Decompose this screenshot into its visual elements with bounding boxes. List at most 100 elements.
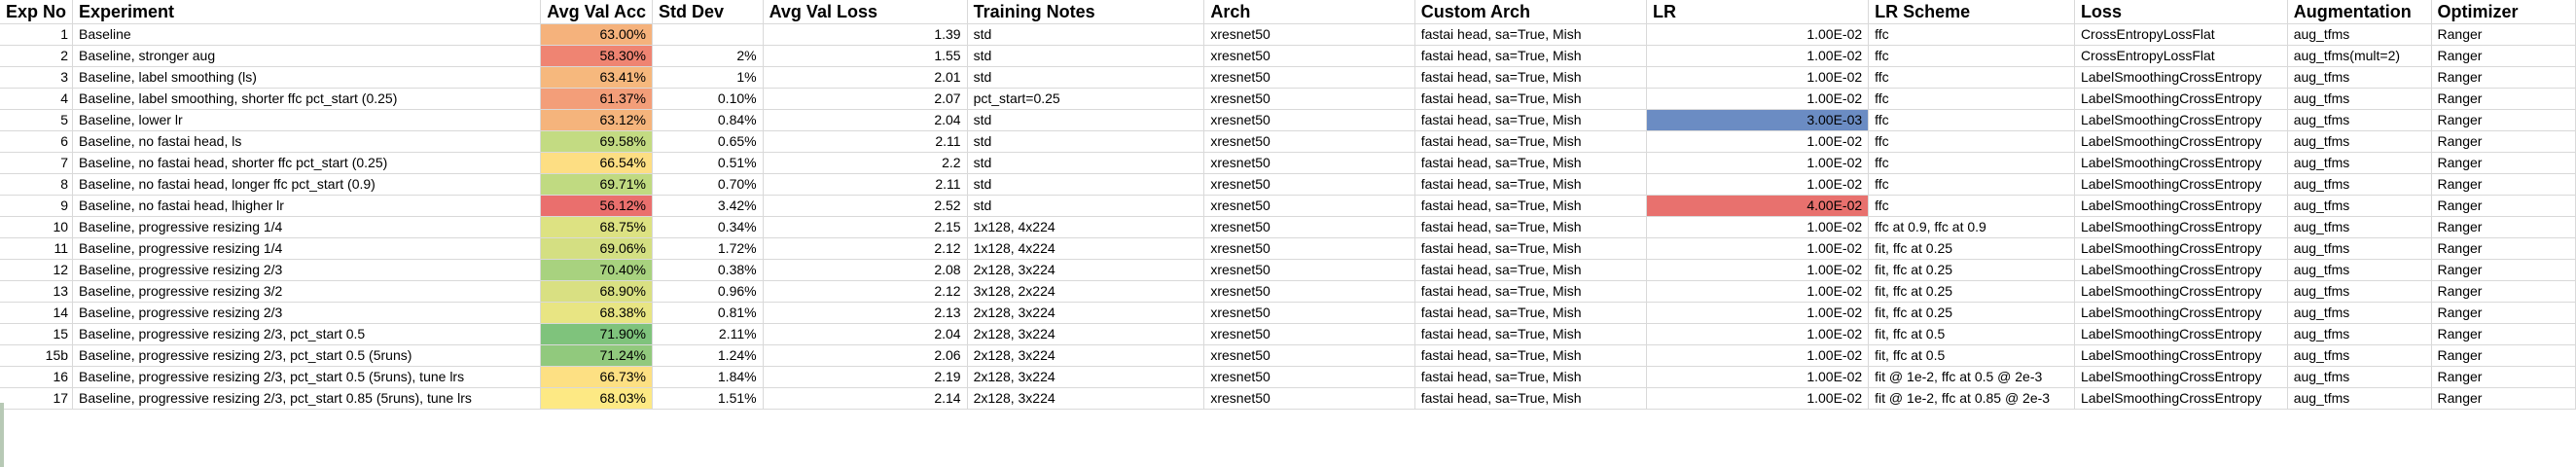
table-cell[interactable]: 2x128, 3x224 <box>967 344 1205 367</box>
table-cell[interactable]: 1.00E-02 <box>1646 366 1870 388</box>
table-cell[interactable]: Ranger <box>2431 88 2576 110</box>
table-cell[interactable]: aug_tfms <box>2287 344 2432 367</box>
table-cell[interactable]: Ranger <box>2431 344 2576 367</box>
table-cell[interactable]: fastai head, sa=True, Mish <box>1414 45 1648 67</box>
table-cell[interactable]: 1.00E-02 <box>1646 259 1870 281</box>
table-cell[interactable]: 63.41% <box>540 66 653 89</box>
table-cell[interactable]: xresnet50 <box>1203 88 1415 110</box>
table-cell[interactable]: 4 <box>0 88 74 110</box>
table-cell[interactable]: fastai head, sa=True, Mish <box>1414 366 1648 388</box>
table-cell[interactable]: 71.90% <box>540 323 653 345</box>
table-cell[interactable]: 63.00% <box>540 23 653 46</box>
table-cell[interactable]: std <box>967 45 1205 67</box>
table-cell[interactable]: Baseline, no fastai head, lhigher lr <box>72 195 542 217</box>
table-cell[interactable]: fastai head, sa=True, Mish <box>1414 302 1648 324</box>
table-cell[interactable]: 1.00E-02 <box>1646 88 1870 110</box>
table-cell[interactable]: 10 <box>0 216 74 238</box>
table-cell[interactable]: Baseline, progressive resizing 2/3, pct_… <box>72 323 542 345</box>
table-cell[interactable]: std <box>967 173 1205 196</box>
table-cell[interactable] <box>652 23 764 46</box>
table-cell[interactable]: 0.34% <box>652 216 764 238</box>
table-cell[interactable]: aug_tfms <box>2287 152 2432 174</box>
table-cell[interactable]: 2x128, 3x224 <box>967 259 1205 281</box>
table-cell[interactable]: std <box>967 109 1205 131</box>
table-cell[interactable]: 1.00E-02 <box>1646 344 1870 367</box>
table-cell[interactable]: xresnet50 <box>1203 259 1415 281</box>
table-cell[interactable]: 8 <box>0 173 74 196</box>
table-cell[interactable]: Ranger <box>2431 280 2576 303</box>
table-cell[interactable]: LabelSmoothingCrossEntropy <box>2074 323 2288 345</box>
table-cell[interactable]: 68.38% <box>540 302 653 324</box>
column-header[interactable]: Augmentation <box>2287 0 2432 24</box>
table-cell[interactable]: 4.00E-02 <box>1646 195 1870 217</box>
table-cell[interactable]: aug_tfms <box>2287 280 2432 303</box>
table-cell[interactable]: Baseline, progressive resizing 3/2 <box>72 280 542 303</box>
table-cell[interactable]: 14 <box>0 302 74 324</box>
table-cell[interactable]: 2.07 <box>763 88 968 110</box>
table-cell[interactable]: ffc <box>1868 45 2075 67</box>
table-cell[interactable]: ffc <box>1868 130 2075 153</box>
table-cell[interactable]: 71.24% <box>540 344 653 367</box>
table-cell[interactable]: 3.42% <box>652 195 764 217</box>
table-cell[interactable]: 2.04 <box>763 109 968 131</box>
table-cell[interactable]: std <box>967 195 1205 217</box>
column-header[interactable]: LR <box>1646 0 1870 24</box>
table-cell[interactable]: 2% <box>652 45 764 67</box>
table-cell[interactable]: Baseline, progressive resizing 2/3 <box>72 302 542 324</box>
table-cell[interactable]: 1x128, 4x224 <box>967 237 1205 260</box>
table-cell[interactable]: 2.08 <box>763 259 968 281</box>
table-cell[interactable]: 2.19 <box>763 366 968 388</box>
table-cell[interactable]: 5 <box>0 109 74 131</box>
table-cell[interactable]: 68.03% <box>540 387 653 410</box>
table-cell[interactable]: xresnet50 <box>1203 323 1415 345</box>
table-cell[interactable]: fastai head, sa=True, Mish <box>1414 237 1648 260</box>
table-cell[interactable]: 1.00E-02 <box>1646 216 1870 238</box>
table-cell[interactable]: 2.06 <box>763 344 968 367</box>
table-cell[interactable]: 66.54% <box>540 152 653 174</box>
table-cell[interactable]: 1.00E-02 <box>1646 173 1870 196</box>
table-cell[interactable]: 16 <box>0 366 74 388</box>
table-cell[interactable]: fastai head, sa=True, Mish <box>1414 280 1648 303</box>
table-cell[interactable]: Ranger <box>2431 23 2576 46</box>
table-cell[interactable]: xresnet50 <box>1203 130 1415 153</box>
table-cell[interactable]: 1.00E-02 <box>1646 323 1870 345</box>
table-cell[interactable]: 2.2 <box>763 152 968 174</box>
table-cell[interactable]: xresnet50 <box>1203 66 1415 89</box>
table-cell[interactable]: ffc <box>1868 152 2075 174</box>
table-cell[interactable]: LabelSmoothingCrossEntropy <box>2074 280 2288 303</box>
table-cell[interactable]: LabelSmoothingCrossEntropy <box>2074 387 2288 410</box>
table-cell[interactable]: Ranger <box>2431 302 2576 324</box>
column-header[interactable]: LR Scheme <box>1868 0 2075 24</box>
table-cell[interactable]: xresnet50 <box>1203 173 1415 196</box>
table-cell[interactable]: fastai head, sa=True, Mish <box>1414 109 1648 131</box>
table-cell[interactable]: Baseline, progressive resizing 2/3, pct_… <box>72 387 542 410</box>
table-cell[interactable]: aug_tfms <box>2287 366 2432 388</box>
table-cell[interactable]: fastai head, sa=True, Mish <box>1414 88 1648 110</box>
table-cell[interactable]: ffc at 0.9, ffc at 0.9 <box>1868 216 2075 238</box>
table-cell[interactable]: 2.04 <box>763 323 968 345</box>
table-cell[interactable]: 1% <box>652 66 764 89</box>
table-cell[interactable]: aug_tfms <box>2287 323 2432 345</box>
column-header[interactable]: Std Dev <box>652 0 764 24</box>
table-cell[interactable]: 1.00E-02 <box>1646 23 1870 46</box>
table-cell[interactable]: Ranger <box>2431 130 2576 153</box>
table-cell[interactable]: 66.73% <box>540 366 653 388</box>
table-cell[interactable]: 1.00E-02 <box>1646 66 1870 89</box>
table-cell[interactable]: LabelSmoothingCrossEntropy <box>2074 259 2288 281</box>
table-cell[interactable]: 69.71% <box>540 173 653 196</box>
table-cell[interactable]: Baseline, progressive resizing 1/4 <box>72 237 542 260</box>
table-cell[interactable]: 2.52 <box>763 195 968 217</box>
table-cell[interactable]: Ranger <box>2431 45 2576 67</box>
table-cell[interactable]: 2.11 <box>763 173 968 196</box>
table-cell[interactable]: LabelSmoothingCrossEntropy <box>2074 66 2288 89</box>
table-cell[interactable]: 2.12 <box>763 280 968 303</box>
table-cell[interactable]: fit, ffc at 0.25 <box>1868 302 2075 324</box>
table-cell[interactable]: 15 <box>0 323 74 345</box>
table-cell[interactable]: 2x128, 3x224 <box>967 323 1205 345</box>
table-cell[interactable]: LabelSmoothingCrossEntropy <box>2074 109 2288 131</box>
table-cell[interactable]: 2.11 <box>763 130 968 153</box>
table-cell[interactable]: fastai head, sa=True, Mish <box>1414 387 1648 410</box>
table-cell[interactable]: 0.70% <box>652 173 764 196</box>
table-cell[interactable]: std <box>967 152 1205 174</box>
table-cell[interactable]: ffc <box>1868 173 2075 196</box>
